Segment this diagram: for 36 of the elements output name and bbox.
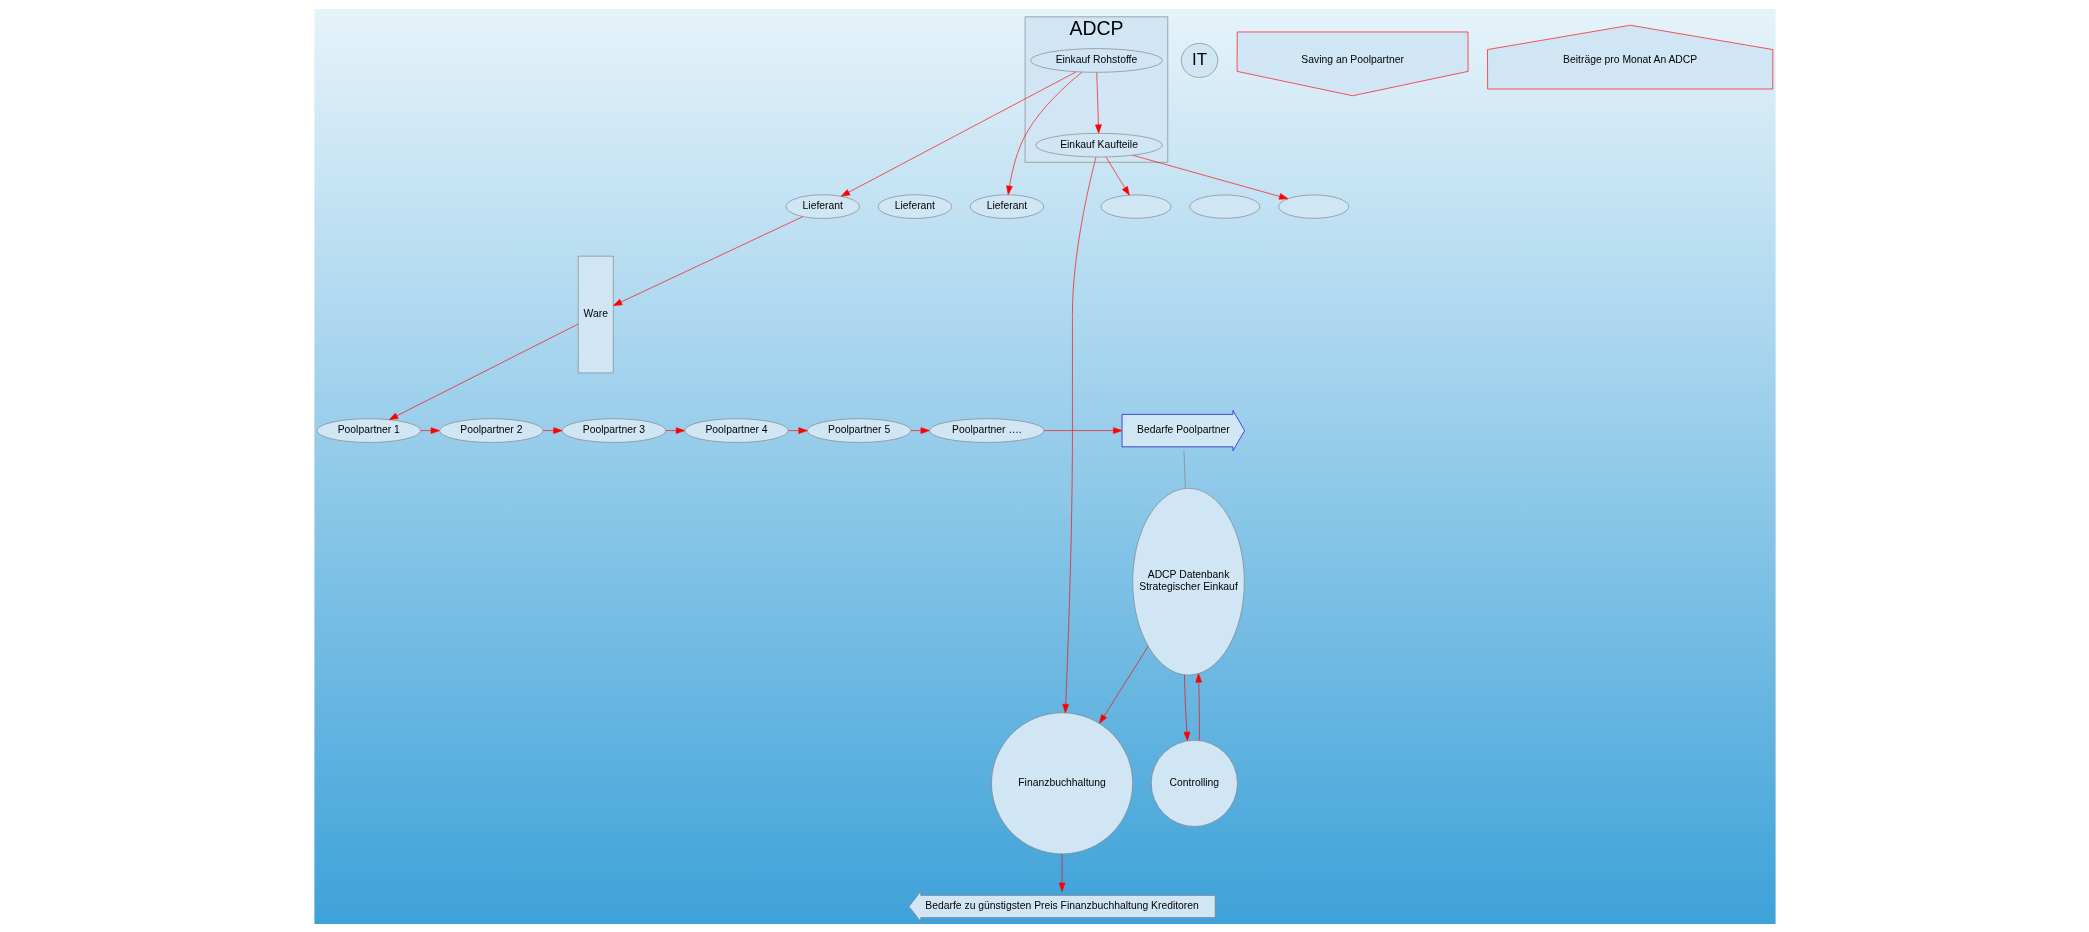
node-ellipse: Poolpartner …. [928, 417, 1044, 443]
node-ellipse: Einkauf Rohstoffe [1029, 47, 1163, 73]
node-ellipse: Einkauf Kaufteile [1034, 132, 1163, 157]
arrow [1058, 853, 1065, 892]
arrow [542, 426, 562, 434]
arrow [1005, 71, 1082, 195]
node-ellipse: ADCP Datenbank Strategischer Einkauf [1131, 487, 1245, 675]
node-ellipse [1100, 194, 1171, 219]
arrow [1094, 71, 1102, 134]
arrow [787, 426, 808, 434]
arrow [840, 71, 1076, 197]
arrow [910, 426, 930, 434]
node-ellipse: Lieferant [785, 193, 860, 219]
node-ellipse: Lieferant [877, 193, 952, 219]
node-ellipse: Poolpartner 2 [438, 417, 543, 443]
node-ellipse: Poolpartner 5 [806, 417, 911, 443]
arrow [612, 215, 803, 306]
node-ellipse [1189, 194, 1260, 219]
arrow [665, 426, 685, 434]
arrow [1132, 154, 1288, 200]
arrow [1183, 674, 1190, 741]
node-ellipse: Poolpartner 3 [561, 417, 666, 443]
node-box: Ware [577, 255, 614, 373]
arrow [1061, 156, 1096, 713]
node-circle: IT [1180, 42, 1218, 78]
arrow [1105, 156, 1130, 195]
node-ellipse: Poolpartner 1 [316, 417, 421, 443]
node-ellipse: Poolpartner 4 [683, 417, 789, 443]
connector [1183, 450, 1186, 489]
node-ellipse: Lieferant [969, 193, 1044, 219]
arrow [1043, 426, 1122, 434]
node-circle: Controlling [1150, 739, 1238, 827]
arrow [388, 323, 578, 420]
arrow [419, 426, 440, 434]
arrow [1098, 645, 1148, 724]
arrow [1194, 672, 1202, 741]
